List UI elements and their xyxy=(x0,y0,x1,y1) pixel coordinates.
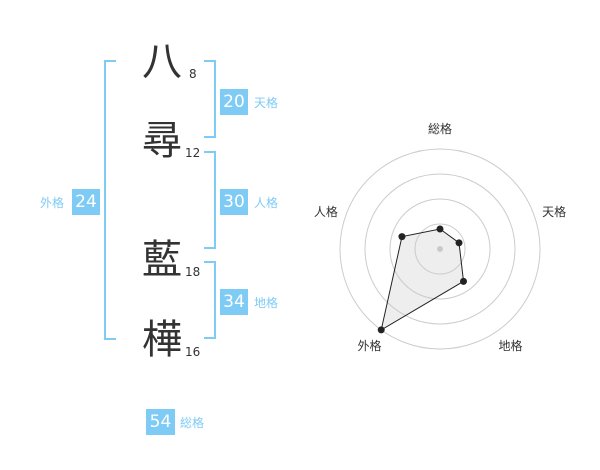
stroke-count-2: 12 xyxy=(185,146,201,160)
gaikaku-value: 24 xyxy=(72,189,100,215)
radar-center xyxy=(437,246,443,252)
tenkaku-value: 20 xyxy=(220,89,248,115)
radar-point-4 xyxy=(377,326,385,334)
jinkaku-bracket xyxy=(204,151,216,249)
radar-axis-label-1: 総格 xyxy=(428,121,452,136)
gaikaku-label: 外格 xyxy=(40,196,65,210)
radar-point-1 xyxy=(436,225,444,233)
tenkaku-bracket xyxy=(204,60,216,138)
radar-point-5 xyxy=(398,233,406,241)
tenkaku-label: 天格 xyxy=(254,96,279,110)
name-char-2: 尋 xyxy=(142,118,182,164)
radar-polygon xyxy=(380,228,465,331)
chikaku-value: 34 xyxy=(220,289,248,315)
name-char-4: 樺 xyxy=(142,317,182,363)
chikaku-label: 地格 xyxy=(254,296,279,310)
soukaku-label: 総格 xyxy=(180,416,205,430)
radar-axis-label-3: 地格 xyxy=(499,338,523,353)
radar-ring-1 xyxy=(414,223,466,275)
stroke-count-3: 18 xyxy=(185,265,201,279)
stroke-count-1: 8 xyxy=(189,67,197,81)
name-char-1: 八 xyxy=(142,39,182,85)
jinkaku-value: 30 xyxy=(220,189,248,215)
radar-axis-label-5: 人格 xyxy=(314,204,338,219)
radar-axis-label-4: 外格 xyxy=(357,338,381,353)
radar-ring-4 xyxy=(339,148,541,350)
name-char-3: 藍 xyxy=(142,237,182,283)
stroke-count-4: 16 xyxy=(185,345,201,359)
soukaku-value: 54 xyxy=(146,409,175,435)
jinkaku-label: 人格 xyxy=(254,196,279,210)
radar-point-3 xyxy=(460,277,468,285)
gaikaku-bracket xyxy=(104,60,116,340)
radar-ring-3 xyxy=(364,173,516,325)
chikaku-bracket xyxy=(204,261,216,339)
radar-point-2 xyxy=(455,239,463,247)
radar-axis-label-2: 天格 xyxy=(542,204,566,219)
radar-ring-2 xyxy=(389,198,491,300)
